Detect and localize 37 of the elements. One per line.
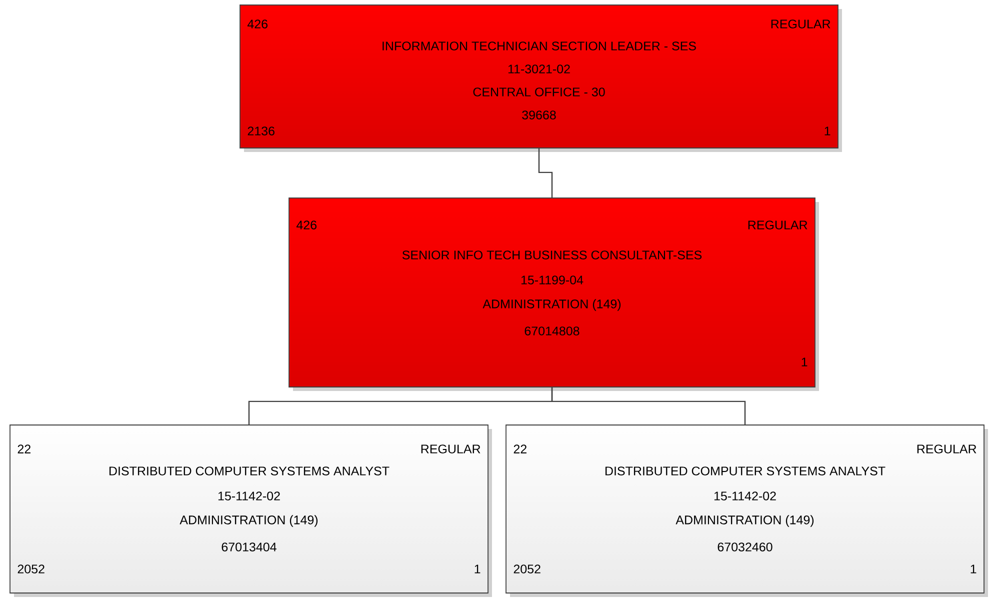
position-number: 67014808 [524,326,580,336]
department-label: ADMINISTRATION (149) [676,515,814,527]
corner-number: 426 [296,220,316,230]
job-code: 15-1199-04 [521,276,584,284]
corner-number: 1 [474,564,480,574]
position-number: 39668 [522,110,556,120]
position-title: DISTRIBUTED COMPUTER SYSTEMS ANALYST [110,466,390,476]
job-code: 15-1142-02 [714,492,776,500]
corner-number: 2136 [248,126,274,136]
corner-number: 426 [247,20,268,28]
position-number: 67013404 [222,542,276,552]
position-box [240,4,842,152]
status-label: REGULAR [748,220,808,230]
department-label: ADMINISTRATION (149) [482,299,621,311]
department-label: ADMINISTRATION (149) [180,515,318,527]
corner-number: 2052 [514,564,540,574]
corner-number: 1 [802,358,808,366]
position-box [10,424,492,597]
corner-number: 1 [970,564,976,574]
status-label: REGULAR [917,444,976,454]
connector-line [551,387,746,425]
position-title: DISTRIBUTED COMPUTER SYSTEMS ANALYST [606,466,886,476]
department-label: CENTRAL OFFICE - 30 [473,88,605,96]
status-label: REGULAR [421,444,480,454]
job-code: 15-1142-02 [218,492,280,500]
corner-number: 22 [514,444,526,454]
job-code: 11-3021-02 [508,64,570,74]
position-box [506,424,988,597]
position-box [288,198,819,391]
position-title: INFORMATION TECHNICIAN SECTION LEADER - SES [382,42,696,50]
status-label: REGULAR [771,20,830,28]
corner-number: 1 [824,126,830,136]
corner-number: 2052 [18,564,44,574]
position-title: SENIOR INFO TECH BUSINESS CONSULTANT-SES [402,250,702,260]
connector-line [538,148,553,198]
position-number: 67032460 [718,542,772,552]
corner-number: 22 [18,444,30,454]
